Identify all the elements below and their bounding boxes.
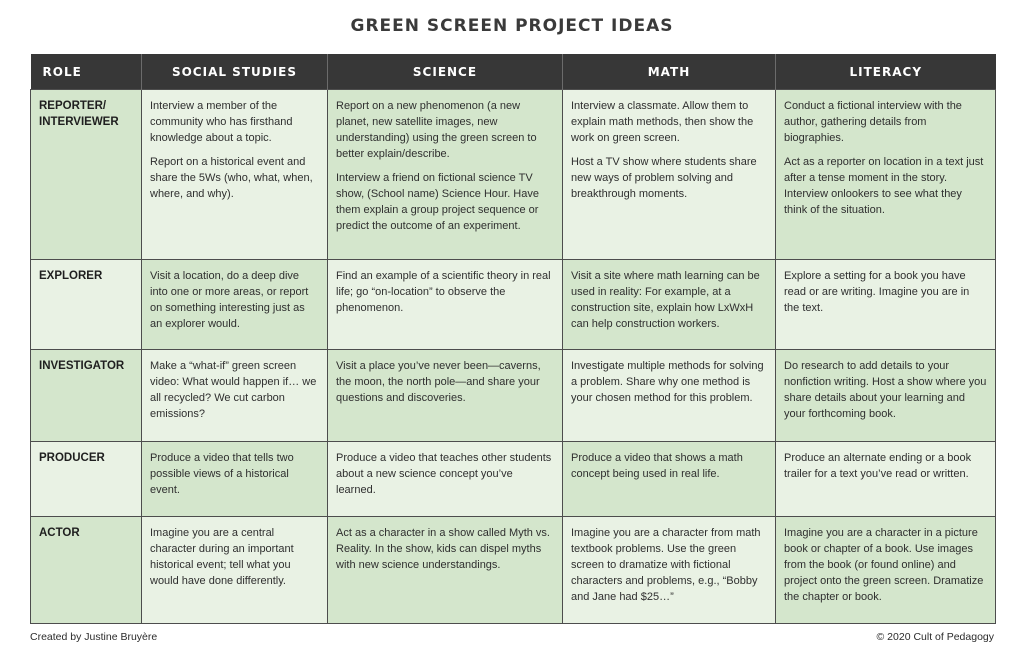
- cell-text: Visit a place you’ve never been—caverns,…: [336, 360, 541, 404]
- column-header-role: ROLE: [30, 54, 142, 90]
- table-row: PRODUCER Produce a video that tells two …: [30, 441, 996, 517]
- role-cell: PRODUCER: [30, 441, 142, 517]
- role-label: ACTOR: [39, 527, 80, 539]
- math-cell: Interview a classmate. Allow them to exp…: [562, 89, 776, 260]
- role-label: INVESTIGATOR: [39, 360, 125, 372]
- cell-text: Find an example of a scientific theory i…: [336, 270, 551, 314]
- table-row: INVESTIGATOR Make a “what-if” green scre…: [30, 349, 996, 442]
- table-row: ACTOR Imagine you are a central characte…: [30, 516, 996, 624]
- social-studies-cell: Imagine you are a central character duri…: [141, 516, 328, 624]
- cell-text: Visit a location, do a deep dive into on…: [150, 270, 309, 330]
- literacy-cell: Explore a setting for a book you have re…: [775, 259, 996, 350]
- cell-text: Do research to add details to your nonfi…: [784, 360, 987, 420]
- literacy-cell: Conduct a fictional interview with the a…: [775, 89, 996, 260]
- header-row: ROLE SOCIAL STUDIES SCIENCE MATH LITERAC…: [30, 54, 996, 90]
- column-header-math: MATH: [562, 54, 776, 90]
- science-cell: Produce a video that teaches other stude…: [327, 441, 563, 517]
- social-studies-cell: Visit a location, do a deep dive into on…: [141, 259, 328, 350]
- cell-text: Act as a reporter on location in a text …: [784, 156, 984, 216]
- cell-text: Interview a friend on fictional science …: [336, 172, 539, 232]
- cell-text: Conduct a fictional interview with the a…: [784, 100, 962, 144]
- column-header-social-studies: SOCIAL STUDIES: [141, 54, 328, 90]
- role-cell: INVESTIGATOR: [30, 349, 142, 442]
- table-row: REPORTER/ INTERVIEWER Interview a member…: [30, 89, 996, 260]
- math-cell: Imagine you are a character from math te…: [562, 516, 776, 624]
- math-cell: Produce a video that shows a math concep…: [562, 441, 776, 517]
- cell-text: Produce a video that shows a math concep…: [571, 452, 743, 480]
- cell-text: Investigate multiple methods for solving…: [571, 360, 764, 404]
- cell-text: Imagine you are a character in a picture…: [784, 527, 984, 603]
- role-label: PRODUCER: [39, 452, 105, 464]
- science-cell: Act as a character in a show called Myth…: [327, 516, 563, 624]
- column-header-literacy: LITERACY: [775, 54, 996, 90]
- credit-text: Created by Justine Bruyère: [30, 631, 158, 643]
- role-cell: ACTOR: [30, 516, 142, 624]
- literacy-cell: Do research to add details to your nonfi…: [775, 349, 996, 442]
- cell-text: Explore a setting for a book you have re…: [784, 270, 970, 314]
- role-label: INTERVIEWER: [39, 116, 119, 128]
- cell-text: Host a TV show where students share new …: [571, 156, 757, 200]
- cell-text: Produce an alternate ending or a book tr…: [784, 452, 972, 480]
- cell-text: Produce a video that tells two possible …: [150, 452, 294, 496]
- social-studies-cell: Produce a video that tells two possible …: [141, 441, 328, 517]
- literacy-cell: Produce an alternate ending or a book tr…: [775, 441, 996, 517]
- project-ideas-table: ROLE SOCIAL STUDIES SCIENCE MATH LITERAC…: [30, 54, 996, 624]
- social-studies-cell: Make a “what-if” green screen video: Wha…: [141, 349, 328, 442]
- science-cell: Find an example of a scientific theory i…: [327, 259, 563, 350]
- role-label: EXPLORER: [39, 270, 103, 282]
- literacy-cell: Imagine you are a character in a picture…: [775, 516, 996, 624]
- cell-text: Produce a video that teaches other stude…: [336, 452, 552, 496]
- cell-text: Report on a new phenomenon (a new planet…: [336, 100, 537, 160]
- page-title: GREEN SCREEN PROJECT IDEAS: [350, 16, 674, 36]
- cell-text: Interview a member of the community who …: [150, 100, 293, 144]
- cell-text: Report on a historical event and share t…: [150, 156, 313, 200]
- cell-text: Interview a classmate. Allow them to exp…: [571, 100, 754, 144]
- table-row: EXPLORER Visit a location, do a deep div…: [30, 259, 996, 350]
- column-header-science: SCIENCE: [327, 54, 563, 90]
- math-cell: Visit a site where math learning can be …: [562, 259, 776, 350]
- copyright-text: © 2020 Cult of Pedagogy: [876, 631, 994, 643]
- cell-text: Imagine you are a central character duri…: [150, 527, 294, 587]
- role-cell: REPORTER/ INTERVIEWER: [30, 89, 142, 260]
- social-studies-cell: Interview a member of the community who …: [141, 89, 328, 260]
- role-label: REPORTER/: [39, 100, 107, 112]
- role-cell: EXPLORER: [30, 259, 142, 350]
- cell-text: Visit a site where math learning can be …: [571, 270, 760, 330]
- math-cell: Investigate multiple methods for solving…: [562, 349, 776, 442]
- science-cell: Report on a new phenomenon (a new planet…: [327, 89, 563, 260]
- science-cell: Visit a place you’ve never been—caverns,…: [327, 349, 563, 442]
- cell-text: Imagine you are a character from math te…: [571, 527, 761, 603]
- cell-text: Make a “what-if” green screen video: Wha…: [150, 360, 317, 420]
- cell-text: Act as a character in a show called Myth…: [336, 527, 550, 571]
